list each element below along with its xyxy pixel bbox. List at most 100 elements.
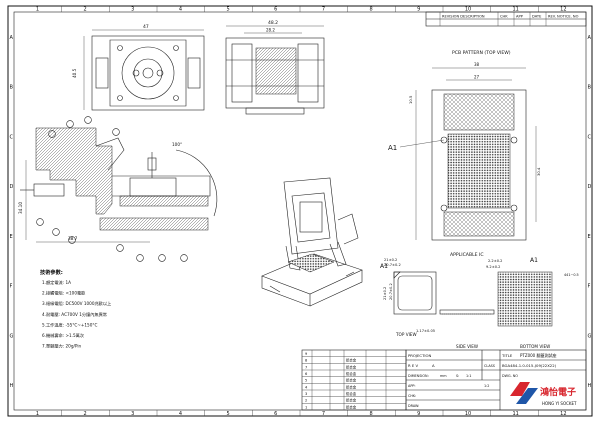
row-label: B	[588, 85, 592, 91]
column-label: 8	[370, 7, 373, 13]
class-value: BGA484-1.0-015-J09(22X22)	[502, 363, 557, 368]
column-label: 2	[84, 411, 87, 417]
spec-item: 7.單腳壓力: 20g/Pin	[42, 343, 81, 350]
spec-item: 6.機械壽命: >1.5萬次	[42, 332, 85, 339]
row-label: D	[588, 184, 592, 190]
draw-label: DRAW:	[408, 404, 419, 408]
class-label: CLASS	[484, 364, 495, 368]
part-balloon	[158, 254, 166, 262]
dim-chip-h: 21±0.2	[383, 287, 387, 300]
company-name-cn: 鴻怡電子	[540, 386, 576, 398]
column-label: 6	[274, 7, 277, 13]
dimension-value: mm	[440, 374, 447, 378]
dim-pcb-inner: 27	[474, 75, 480, 80]
parts-row-index: 6	[305, 372, 308, 376]
column-label: 7	[322, 7, 325, 13]
parts-row-index: 4	[305, 385, 308, 389]
column-label: 4	[179, 7, 182, 13]
revision-table: REVISION DESCRIPTION CHK APP DATE REV. N…	[425, 11, 587, 27]
column-label: 8	[370, 411, 373, 417]
row-label: H	[588, 383, 592, 389]
row-label: F	[588, 284, 591, 290]
dim-chip-w2: 20.7±0.2	[384, 263, 401, 267]
applicable-ic: APPLICABLE IC A1 21±0.2 20.7±0.2 21±0.2 …	[380, 252, 579, 349]
side-view-label: SIDE VIEW	[456, 344, 478, 349]
dim-left-height: 40.5	[72, 68, 77, 78]
part-balloon	[136, 254, 144, 262]
socket-top-view: 47 40.5	[72, 24, 205, 111]
pcb-pattern-label: PCB PATTERN (TOP VIEW)	[452, 50, 511, 56]
scale-field: 1:2	[484, 384, 489, 388]
socket-side-view: 48.2 28.2	[225, 20, 325, 115]
title-block: PROJECTION TITLE PTZ000 翻蓋測試座 CLASS BGA4…	[405, 349, 587, 411]
row-label: G	[10, 333, 14, 339]
column-label: 3	[131, 411, 134, 417]
row-label: E	[588, 234, 591, 240]
part-balloon	[116, 244, 124, 252]
parts-row-index: 5	[305, 379, 307, 383]
rev-label: R E V	[408, 363, 418, 368]
rev-header-chk: CHK	[500, 15, 508, 19]
row-label: G	[588, 333, 592, 339]
spec-item: 1.額定電流: 1A	[42, 279, 71, 286]
dim-bottom-w: 2.2±0.2	[488, 259, 502, 263]
rev-header-date: DATE	[532, 15, 542, 19]
parts-row-material: 鋁合金	[346, 378, 357, 383]
column-label: 6	[274, 411, 277, 417]
rev-header-notice: REV. NOTICE. NO	[548, 15, 579, 19]
spec-item: 3.絕緣電阻: DC500V 1000兆歐以上	[42, 300, 111, 307]
column-label: 1	[36, 7, 39, 13]
dim-pcb-right: 30.4	[536, 167, 541, 176]
rev-header-app: APP	[516, 15, 524, 19]
column-label: 11	[513, 411, 519, 417]
row-label: A	[588, 35, 592, 41]
column-label: 9	[417, 411, 420, 417]
dim-section-angle: 100°	[172, 142, 182, 147]
column-label: 7	[322, 411, 325, 417]
title-label: TITLE	[501, 353, 513, 358]
row-label: C	[588, 134, 592, 140]
part-balloons	[36, 116, 188, 262]
row-label: E	[10, 234, 13, 240]
dim-pcb-side: 10.5	[408, 95, 413, 104]
dim-pcb-top: 38	[474, 62, 480, 67]
column-label: 11	[513, 7, 519, 13]
parts-row-material: 鋁合金	[346, 371, 357, 376]
parts-row-index: 9	[305, 352, 308, 356]
pcb-pad-array	[447, 133, 511, 209]
rev-header-desc: REVISION DESCRIPTION	[442, 15, 485, 19]
pcb-lower-grid	[443, 211, 515, 237]
column-label: 4	[179, 411, 182, 417]
projection-label: PROJECTION	[408, 353, 432, 358]
column-label: 10	[465, 7, 471, 13]
parts-row-material: 鋁合金	[346, 384, 357, 389]
row-label: C	[10, 134, 14, 140]
parts-row-index: 8	[305, 359, 308, 363]
column-label: 3	[131, 7, 134, 13]
dim-chip-thick: 1.17±0.05	[416, 329, 435, 333]
column-label: 12	[560, 411, 566, 417]
column-label: 5	[227, 7, 230, 13]
bottom-view-label: BOTTOM VIEW	[520, 344, 550, 349]
applicable-ic-label: APPLICABLE IC	[450, 252, 484, 258]
pcb-pattern-view: PCB PATTERN (TOP VIEW) 38 27 10.5 30.4 A…	[388, 50, 541, 241]
a1-marker-pcb: A1	[388, 144, 397, 152]
row-label: A	[10, 35, 14, 41]
scale-label: S:	[456, 374, 459, 378]
spec-item: 5.工作溫度: -55°C~+150°C	[42, 321, 97, 328]
dim-section-height: 34.10	[18, 202, 23, 214]
socket-isometric-view	[261, 177, 363, 307]
row-label: H	[10, 383, 14, 389]
dim-section-bottom: 38.7	[68, 236, 78, 241]
parts-row-material: 鋁合金	[346, 398, 357, 403]
dim-chip-h2: 20.7±0.2	[389, 283, 393, 300]
dwg-label: DWG. NO	[502, 374, 518, 378]
spec-title: 技術參數:	[40, 268, 63, 276]
parts-row-index: 7	[305, 365, 307, 369]
top-view-label: TOP VIEW	[395, 332, 417, 337]
dimension-label: DIMENSION:	[408, 374, 429, 378]
